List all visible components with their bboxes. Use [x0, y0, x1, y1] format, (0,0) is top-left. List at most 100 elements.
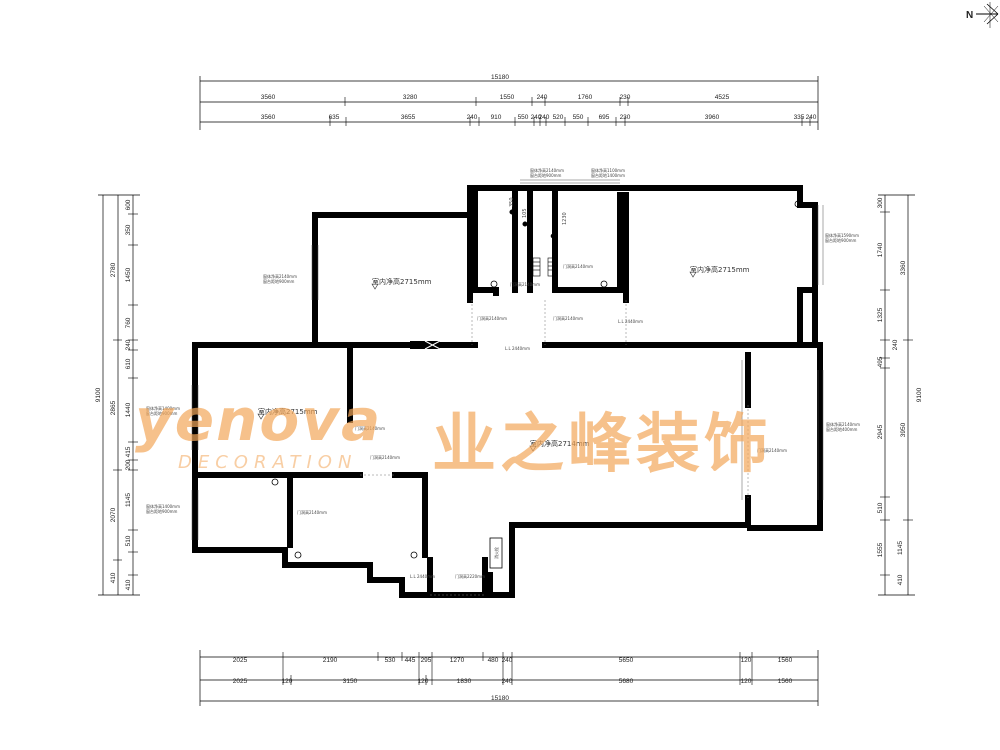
window-note: 窗体净高1100mm [591, 167, 625, 173]
door-openings [360, 300, 749, 596]
windows [191, 179, 824, 540]
dim-bottom-r2: 2025 [233, 678, 248, 685]
beam-note: L.L 2440mm [505, 346, 530, 351]
dim-bottom-r1: 1270 [450, 657, 465, 664]
window-note: 窗台距地900mm [146, 410, 178, 416]
dim-left-inner: 410 [125, 579, 132, 590]
dim-top-r2: 240 [531, 114, 542, 121]
dim-left-outer: 410 [110, 572, 117, 583]
door-note: 门洞高2140mm [553, 315, 583, 321]
dim-bottom-r1: 1560 [778, 657, 793, 664]
dim-bottom-r1: 2025 [233, 657, 248, 664]
fire-hydrant-label: 消火栓 [493, 547, 499, 559]
dim-left-inner: 1450 [125, 267, 132, 282]
dim-left-inner: 760 [125, 317, 132, 328]
window-note: 窗台距地900mm [530, 172, 562, 178]
dim-right-outer: 3360 [900, 260, 907, 275]
dim-left-inner: 610 [125, 358, 132, 369]
door-note: 门洞高2140mm [477, 315, 507, 321]
dim-right-inner: 1555 [877, 542, 884, 557]
dim-bottom-r2: 3150 [343, 678, 358, 685]
dim-left-inner: 200 [125, 459, 132, 470]
dim-left-inner: 1145 [125, 493, 132, 507]
dim-right-inner: 2945 [877, 424, 884, 439]
dim-top-r2: 910 [491, 114, 502, 121]
dim-right-inner: 410 [897, 574, 904, 585]
door-note: 门洞高2140mm [757, 447, 787, 453]
door-note: 门洞高2140mm [297, 509, 327, 515]
dim-right-inner: 240 [892, 339, 899, 350]
watermark-brand-en: yenova [135, 386, 382, 454]
shaft-icon [410, 340, 441, 350]
dim-right-inner: 300 [877, 197, 884, 208]
beam-note: L.L 2440mm [618, 319, 643, 324]
right-dimension-lines [878, 194, 915, 596]
dim-bottom-r2: 120 [418, 678, 429, 685]
room-labels: 室内净高2715mm 室内净高2715mm 室内净高2715mm 室内净高271… [257, 265, 750, 452]
dim-bottom-r1: 295 [421, 657, 432, 664]
room-label-top-left: 室内净高2715mm [371, 277, 432, 290]
pipe-dim: 1230 [562, 212, 568, 225]
dim-bottom-r2: 240 [502, 678, 513, 685]
beam-note: L.L 2440mm [410, 574, 435, 579]
dim-top-r1: 1550 [500, 94, 515, 101]
dim-top-r2: 695 [599, 114, 610, 121]
bottom-dimension-lines [199, 650, 819, 706]
dim-bottom-total: 15180 [491, 695, 509, 702]
dim-bottom-r2: 120 [741, 678, 752, 685]
compass-label: N [966, 10, 973, 21]
dim-top-r2: 3560 [261, 114, 276, 121]
dim-right-inner: 510 [877, 502, 884, 513]
fire-hydrant-box: 消火栓 [489, 537, 503, 569]
left-dimension-lines [98, 194, 140, 596]
room-height-label: 室内净高2715mm [690, 265, 750, 274]
dim-top-r1: 4525 [715, 94, 730, 101]
dim-left-outer: 2865 [110, 400, 117, 415]
dim-bottom-r1: 5650 [619, 657, 634, 664]
dim-left-inner: 350 [125, 224, 132, 235]
window-note: 窗台距地900mm [146, 508, 178, 514]
dim-right-total: 9100 [916, 387, 923, 402]
door-note: 门洞高2220mm [455, 573, 485, 579]
dim-top-r2: 240 [467, 114, 478, 121]
dim-bottom-r1: 480 [488, 657, 499, 664]
dim-left-inner: 1440 [125, 402, 132, 417]
annotations: 窗体净高2140mm 窗台距地900mm 窗体净高1100mm 窗台距地1400… [146, 167, 860, 579]
dim-top-r2: 240 [806, 114, 817, 121]
top-dimension-text: 15180 3560 3280 1550 240 1760 230 4525 3… [261, 74, 817, 121]
dim-top-r1: 240 [537, 94, 548, 101]
room-height-label: 室内净高2715mm [258, 407, 318, 416]
pipe-icons [509, 200, 556, 277]
window-note: 窗体净高1400mm [146, 503, 180, 509]
north-compass-icon: N [966, 2, 999, 28]
dim-top-r1: 3280 [403, 94, 418, 101]
door-note: 门洞高2140mm [370, 454, 400, 460]
pipe-dim: 350 [509, 197, 515, 207]
room-label-left: 室内净高2715mm [257, 407, 318, 420]
window-note: 窗体净高2140mm [826, 421, 860, 427]
watermark-sub-en: DECORATION [178, 452, 357, 473]
dim-bottom-r2: 1560 [778, 678, 793, 685]
dim-bottom-r1: 240 [502, 657, 513, 664]
dim-right-inner: 495 [877, 356, 884, 367]
right-dimension-text: 3360 3950 9100 300 1740 1325 495 240 294… [877, 197, 923, 585]
window-note: 窗台距地900mm [263, 278, 295, 284]
window-note: 窗体净高2140mm [530, 167, 564, 173]
dim-top-r2: 240 [539, 114, 550, 121]
dim-top-r2: 550 [573, 114, 584, 121]
dim-top-r2: 230 [620, 114, 631, 121]
dim-left-inner: 415 [125, 446, 132, 457]
dim-top-r2: 520 [553, 114, 564, 121]
dim-bottom-r2: 1830 [457, 678, 472, 685]
dim-left-outer: 2780 [110, 262, 117, 277]
dim-top-r1: 230 [620, 94, 631, 101]
pipe-dim: 105 [522, 208, 528, 218]
dim-left-inner: 510 [125, 535, 132, 546]
window-note: 窗体净高1590mm [825, 232, 859, 238]
watermark-logo: yenova DECORATION 业之峰装饰 [135, 386, 768, 482]
dim-top-r2: 635 [329, 114, 340, 121]
dim-left-outer: 2070 [110, 507, 117, 522]
dim-right-inner: 1740 [877, 242, 884, 257]
dim-right-inner: 1145 [897, 541, 904, 555]
